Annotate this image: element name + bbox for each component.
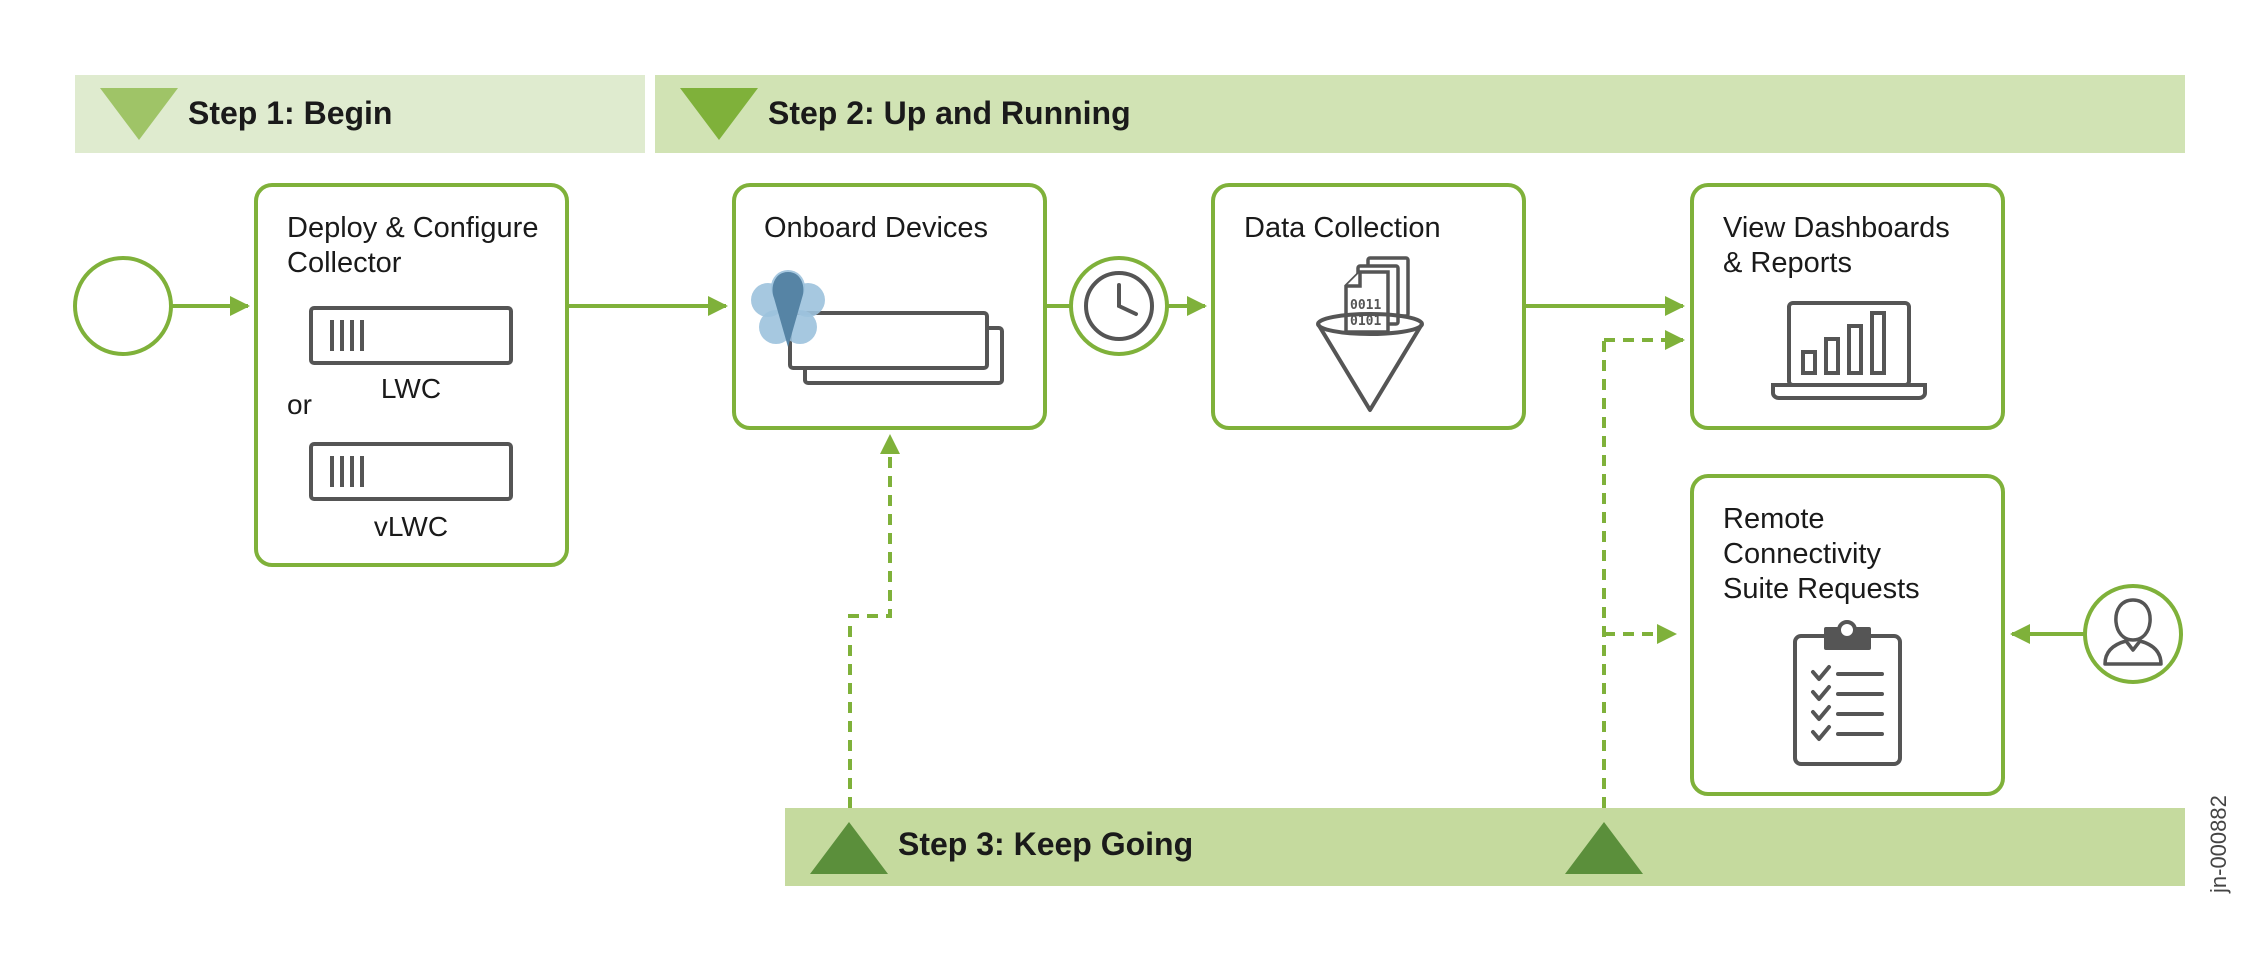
start-circle-icon	[73, 256, 173, 356]
lwc-appliance-icon	[309, 306, 513, 365]
device-stack-icon	[788, 311, 1004, 385]
remote-label-line2: Connectivity	[1723, 538, 1881, 570]
deploy-label-line2: Collector	[287, 247, 402, 279]
step1-marker-icon	[100, 88, 178, 140]
binary-row1: 0011	[1350, 298, 1381, 313]
step2-label: Step 2: Up and Running	[768, 95, 1131, 131]
figure-id: jn-000882	[2206, 795, 2231, 894]
step3-marker-icon	[810, 822, 888, 874]
cloud-pin-icon	[751, 270, 825, 347]
binary-row2: 0101	[1350, 314, 1381, 329]
vlwc-label: vLWC	[374, 511, 448, 542]
or-label: or	[287, 389, 312, 420]
dashed-connectors	[848, 330, 1685, 808]
dashboards-label-line1: View Dashboards	[1723, 212, 1950, 244]
dashboards-label-line2: & Reports	[1723, 247, 1852, 279]
step3-banner: Step 3: Keep Going	[785, 808, 2185, 886]
remote-label-line3: Suite Requests	[1723, 573, 1920, 605]
dashed-arrow-step3-to-onboard	[848, 434, 900, 808]
lwc-label: LWC	[381, 373, 441, 404]
step3-label: Step 3: Keep Going	[898, 826, 1193, 862]
laptop-chart-icon	[1771, 301, 1927, 400]
deploy-collector-box: Deploy & Configure Collector LWC or vLWC	[254, 183, 569, 567]
onboard-devices-box: Onboard Devices	[732, 183, 1047, 430]
step1-label: Step 1: Begin	[188, 95, 392, 131]
step2-marker-icon	[680, 88, 758, 140]
clock-icon	[1069, 256, 1169, 356]
remote-label-line1: Remote	[1723, 503, 1825, 535]
data-collection-box: Data Collection 0011 0101	[1211, 183, 1526, 430]
step1-banner: Step 1: Begin	[75, 75, 645, 153]
vlwc-appliance-icon	[309, 442, 513, 501]
funnel-icon	[1316, 312, 1424, 412]
remote-connectivity-box: Remote Connectivity Suite Requests	[1690, 474, 2005, 796]
user-icon	[2083, 584, 2183, 684]
documents-icon: 0011 0101	[1344, 256, 1410, 334]
clipboard-checklist-icon	[1793, 620, 1902, 766]
step3-marker-icon-2	[1565, 822, 1643, 874]
data-collection-label: Data Collection	[1244, 212, 1441, 244]
dashboards-box: View Dashboards & Reports	[1690, 183, 2005, 430]
deploy-label-line1: Deploy & Configure	[287, 212, 538, 244]
onboard-label: Onboard Devices	[764, 212, 988, 244]
solid-connectors	[171, 296, 2084, 644]
step2-banner: Step 2: Up and Running	[655, 75, 2185, 153]
